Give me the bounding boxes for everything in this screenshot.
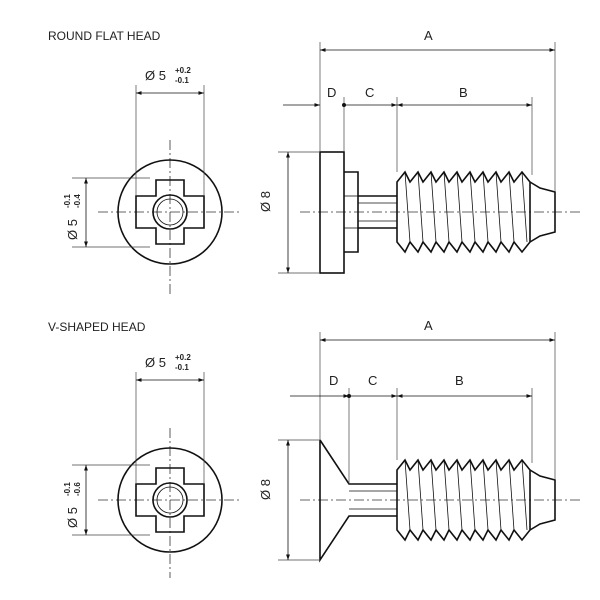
dim-c-label: C bbox=[368, 373, 377, 388]
head-outline-circle bbox=[117, 447, 223, 553]
svg-text:Ø 5: Ø 5 bbox=[145, 355, 166, 370]
body-diameter-label: Ø 8 bbox=[258, 479, 273, 500]
head-diameter-label: Ø 5 +0.2 -0.1 bbox=[145, 66, 191, 85]
flat-head-profile bbox=[319, 151, 345, 274]
svg-text:-0.1: -0.1 bbox=[63, 482, 72, 496]
dim-a-label: A bbox=[424, 28, 433, 43]
v-shaped-head-view: V-SHAPED HEAD Ø 5 +0.2 -0.1 Ø 5 bbox=[48, 318, 580, 578]
body-diameter-label: Ø 8 bbox=[258, 191, 273, 212]
head-outline-circle bbox=[117, 159, 223, 265]
dim-c-label: C bbox=[365, 85, 374, 100]
svg-text:Ø 5: Ø 5 bbox=[65, 219, 80, 240]
v-head-side-view: A D C B Ø 8 bbox=[258, 318, 580, 563]
svg-text:-0.4: -0.4 bbox=[73, 194, 82, 208]
shank-diameter-label: Ø 5 -0.1 -0.4 bbox=[63, 194, 82, 240]
tapered-tip bbox=[529, 469, 556, 531]
tapered-tip bbox=[529, 181, 556, 243]
round-flat-head-view: ROUND FLAT HEAD Ø 5 +0.2 -0.1 Ø 5 bbox=[48, 28, 580, 295]
dim-d-label: D bbox=[327, 85, 336, 100]
svg-text:-0.1: -0.1 bbox=[175, 76, 189, 85]
view-title-v-shaped-head: V-SHAPED HEAD bbox=[48, 320, 146, 334]
ribbed-body bbox=[396, 170, 531, 254]
shank-diameter-label: Ø 5 -0.1 -0.6 bbox=[63, 482, 82, 528]
dim-a-label: A bbox=[424, 318, 433, 333]
dim-b-label: B bbox=[455, 373, 464, 388]
view-title-round-flat-head: ROUND FLAT HEAD bbox=[48, 29, 161, 43]
svg-text:+0.2: +0.2 bbox=[175, 66, 191, 75]
svg-text:Ø 5: Ø 5 bbox=[65, 507, 80, 528]
dim-d-label: D bbox=[329, 373, 338, 388]
head-diameter-label: Ø 5 +0.2 -0.1 bbox=[145, 353, 191, 372]
shank-hole-circle bbox=[152, 482, 188, 518]
round-head-side-view: A D C B Ø 8 bbox=[258, 28, 580, 274]
shank-hole-circle bbox=[152, 194, 188, 230]
ribbed-body bbox=[396, 458, 531, 542]
svg-text:-0.1: -0.1 bbox=[175, 363, 189, 372]
svg-text:+0.2: +0.2 bbox=[175, 353, 191, 362]
svg-text:-0.1: -0.1 bbox=[63, 194, 72, 208]
svg-text:Ø 5: Ø 5 bbox=[145, 68, 166, 83]
v-head-front-view: Ø 5 +0.2 -0.1 Ø 5 -0.1 -0.6 bbox=[63, 353, 242, 578]
svg-text:-0.6: -0.6 bbox=[73, 482, 82, 496]
dim-b-label: B bbox=[459, 85, 468, 100]
round-head-front-view: Ø 5 +0.2 -0.1 Ø 5 -0.1 -0.4 bbox=[63, 66, 242, 295]
